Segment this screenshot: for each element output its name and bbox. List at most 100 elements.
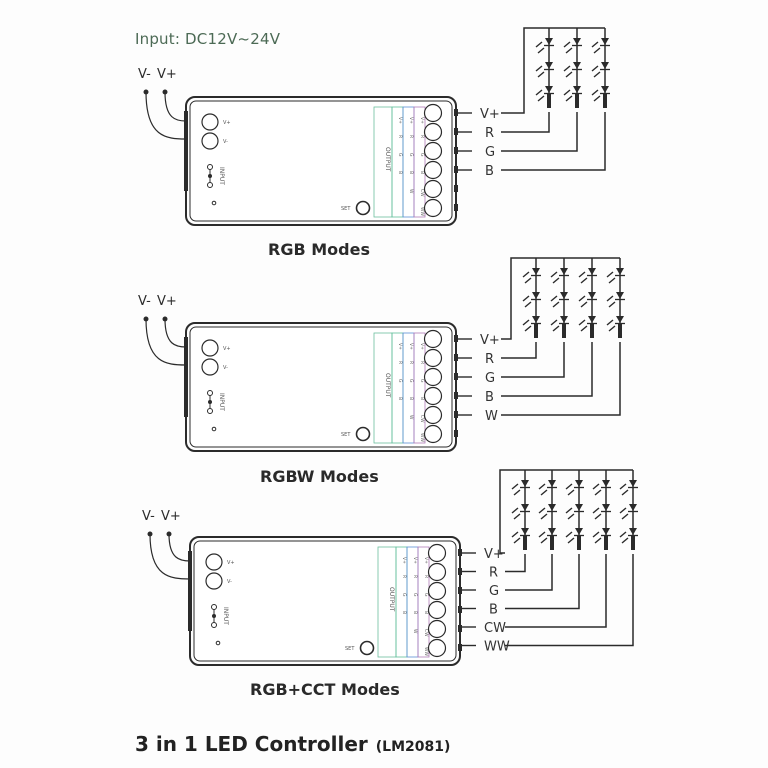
output-terminal (423, 348, 443, 368)
input-port-label: INPUT (218, 393, 225, 411)
light-arrow-icon (594, 489, 602, 496)
output-block-label: OUTPUT (384, 373, 391, 398)
resistor-icon (577, 536, 581, 550)
output-terminal (423, 367, 443, 387)
output-terminal (423, 329, 443, 349)
light-arrow-icon (522, 295, 530, 302)
output-pin-label: WW (419, 207, 425, 216)
side-connector (184, 111, 188, 191)
output-terminal-tab (458, 606, 462, 613)
dc-jack-icon (207, 182, 213, 188)
light-arrow-icon (550, 295, 558, 302)
output-pin-label: R (401, 575, 407, 578)
channel-wire-cw (505, 554, 607, 628)
led-diode-icon (560, 292, 568, 299)
led-diode-icon (545, 86, 553, 93)
output-pin-label: R (397, 361, 403, 364)
led-diode-icon (575, 480, 583, 487)
light-arrow-icon (522, 319, 530, 326)
light-arrow-icon (608, 325, 616, 332)
output-pin-label: V+ (401, 557, 407, 564)
channel-wire-g (505, 554, 553, 591)
output-pin-label: G (397, 379, 403, 383)
dc-jack-icon (211, 622, 217, 628)
led-diode-icon (616, 268, 624, 275)
output-wire-label: CW (484, 621, 506, 636)
model-number: (LM2081) (375, 739, 451, 755)
channel-wire-ww (505, 554, 634, 647)
resistor-icon (575, 94, 579, 108)
output-terminal-tab (454, 109, 458, 116)
output-wire-label: B (489, 603, 498, 618)
channel-wire-g (501, 112, 578, 152)
output-terminal-tab (454, 354, 458, 361)
led-diode-icon (548, 480, 556, 487)
light-arrow-icon (540, 537, 548, 544)
output-pin-label: V+ (419, 343, 425, 350)
output-terminal (427, 581, 447, 601)
output-wire-label: G (485, 145, 495, 160)
output-column (413, 332, 426, 444)
light-arrow-icon (621, 489, 629, 496)
input-terminal-label: V- (227, 579, 232, 585)
resistor-icon (523, 536, 527, 550)
light-arrow-icon (594, 513, 602, 520)
supply-label: V+ (157, 67, 177, 82)
output-terminal-tab (454, 430, 458, 437)
led-diode-icon (616, 292, 624, 299)
channel-wire-b (501, 342, 593, 397)
light-arrow-icon (550, 271, 558, 278)
section-rgbcct: V-V+V+V-INPUTSETOUTPUTV+RGBV+RGBWV+RGBCW… (142, 469, 638, 666)
led-string (565, 470, 584, 550)
dc-jack-icon (208, 174, 212, 178)
output-pin-label: G (419, 379, 425, 383)
led-diode-icon (588, 268, 596, 275)
page-title: 3 in 1 LED Controller (LM2081) (135, 732, 450, 756)
output-terminal-tab (458, 644, 462, 651)
light-arrow-icon (580, 277, 588, 284)
input-terminal (205, 572, 223, 590)
light-arrow-icon (535, 89, 543, 96)
light-arrow-icon (591, 41, 599, 48)
led-diode-icon (575, 504, 583, 511)
output-pin-label: R (419, 135, 425, 138)
output-pin-label: B (419, 397, 425, 400)
output-terminal (423, 122, 443, 142)
light-arrow-icon (580, 325, 588, 332)
light-arrow-icon (538, 531, 546, 538)
light-arrow-icon (565, 483, 573, 490)
set-button-label: SET (341, 432, 351, 438)
led-diode-icon (602, 504, 610, 511)
output-pin-label: B (408, 397, 414, 400)
dc-jack-icon (208, 400, 212, 404)
set-button (355, 200, 371, 216)
led-diode-icon (602, 528, 610, 535)
side-connector (184, 337, 188, 417)
section-rgbw: V-V+V+V-INPUTSETOUTPUTV+RGBV+RGBWV+RGBCW… (138, 257, 625, 452)
mode-title-rgbcct: RGB+CCT Modes (250, 680, 400, 699)
channel-wire-r (501, 112, 550, 133)
input-terminal (205, 553, 223, 571)
input-terminal-label: V- (223, 365, 228, 371)
led-string (606, 258, 625, 338)
output-column (413, 106, 426, 218)
output-pin-label: V+ (412, 557, 418, 564)
light-arrow-icon (594, 537, 602, 544)
led-diode-icon (629, 528, 637, 535)
light-arrow-icon (513, 489, 521, 496)
v-plus-lead (164, 91, 187, 122)
light-arrow-icon (563, 41, 571, 48)
mode-title-rgbw: RGBW Modes (260, 467, 379, 486)
led-string (592, 470, 611, 550)
output-pin-label: R (419, 361, 425, 364)
light-arrow-icon (608, 301, 616, 308)
led-diode-icon (521, 528, 529, 535)
light-arrow-icon (591, 89, 599, 96)
output-pin-label: B (412, 611, 418, 614)
title-text: 3 in 1 LED Controller (135, 732, 368, 756)
supply-label: V+ (161, 509, 181, 524)
output-wire-label: V+ (480, 107, 500, 122)
output-wire-label: G (489, 584, 499, 599)
output-terminal (423, 424, 443, 444)
supply-label: V- (138, 67, 151, 82)
